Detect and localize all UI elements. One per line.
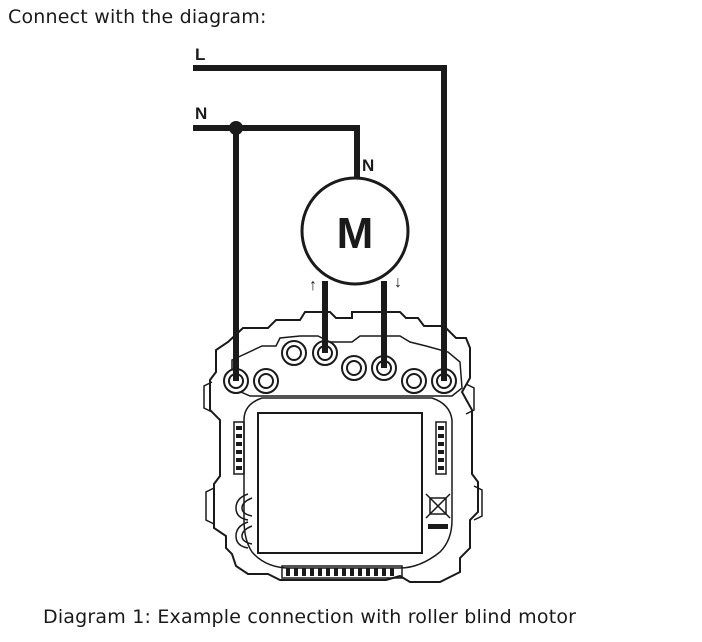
neutral-wire — [193, 125, 360, 178]
display-window — [257, 412, 423, 554]
terminal-ridge — [231, 335, 463, 397]
left-top-latch — [203, 381, 213, 413]
arrow-up-icon: ↑ — [309, 277, 317, 294]
weee-bin-icon — [425, 493, 451, 529]
left-pin-strip — [233, 421, 245, 475]
instruction-heading: Connect with the diagram: — [8, 6, 267, 28]
relay-module — [203, 311, 483, 583]
right-latch — [473, 485, 483, 521]
module-housing — [243, 397, 453, 569]
terminal-3 — [281, 340, 307, 366]
arrow-down-icon: ↓ — [394, 274, 402, 291]
left-latch — [205, 487, 215, 525]
motor-symbol: M — [300, 176, 410, 286]
motor-neutral-label: N — [362, 156, 374, 175]
terminal-7 — [401, 368, 427, 394]
live-label: L — [195, 45, 205, 64]
live-wire — [193, 65, 447, 381]
neutral-junction — [229, 121, 243, 135]
mounting-clip-icon — [235, 493, 253, 549]
motor-letter: M — [337, 209, 374, 258]
right-top-latch — [465, 383, 475, 415]
bottom-pin-strip — [281, 565, 403, 579]
neutral-label: N — [195, 104, 207, 123]
terminal-5 — [341, 355, 367, 381]
diagram-caption: Diagram 1: Example connection with rolle… — [43, 606, 577, 628]
terminal-2 — [253, 368, 279, 394]
right-pin-strip — [435, 421, 447, 475]
